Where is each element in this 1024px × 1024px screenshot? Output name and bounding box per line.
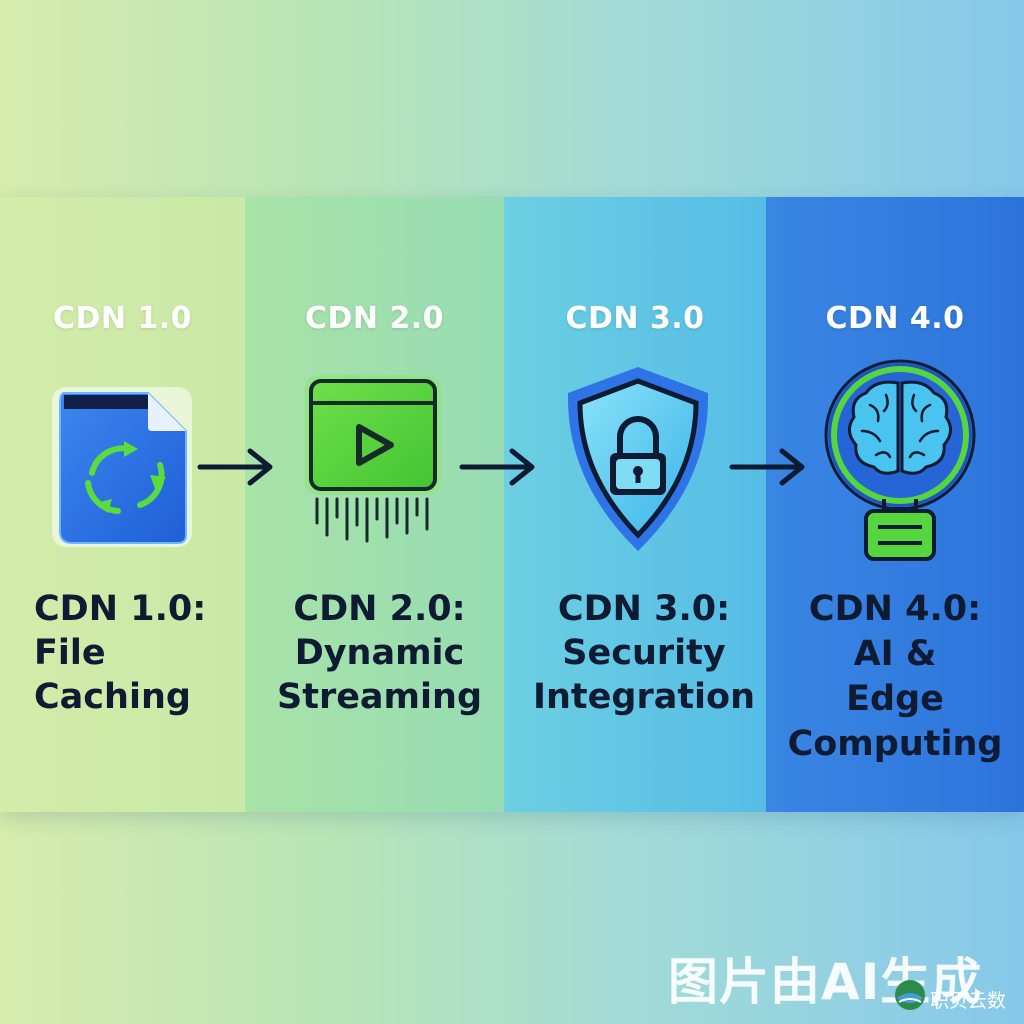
shield-lock-icon [567,367,709,551]
video-stream-icon [305,375,441,543]
stage-panel-1: CDN 1.0 CDN 1.0 [0,197,245,812]
stages-band: CDN 1.0 CDN 1.0 [0,197,1024,812]
stage-caption-3: CDN 3.0: Security Integration [532,589,756,717]
brand-logo-icon [895,980,925,1010]
brain-bulb-icon [824,359,976,561]
stage-panel-3: CDN 3.0 CDN 3.0: Security Integration [504,197,766,812]
arrow-right-icon [197,448,273,486]
stage-title-2: CDN 2.0 [304,301,445,336]
stage-title-4: CDN 4.0 [825,301,965,336]
arrow-right-icon [729,448,805,486]
stage-panel-2: CDN 2.0 [245,197,504,812]
stage-caption-1: CDN 1.0: File Caching [34,589,207,717]
ai-generated-watermark: 图片由AI生成 [668,953,983,1011]
stage-caption-4: CDN 4.0: AI & Edge Computing [787,589,1003,764]
arrow-right-icon [459,448,535,486]
file-sync-icon [52,387,192,547]
stage-panel-4: CDN 4.0 CDN [766,197,1024,812]
stage-title-3: CDN 3.0 [565,301,705,336]
stage-title-1: CDN 1.0 [52,301,193,336]
brand-name: 职贝云数 [930,990,1007,1012]
stage-caption-2: CDN 2.0: Dynamic Streaming [277,589,482,717]
